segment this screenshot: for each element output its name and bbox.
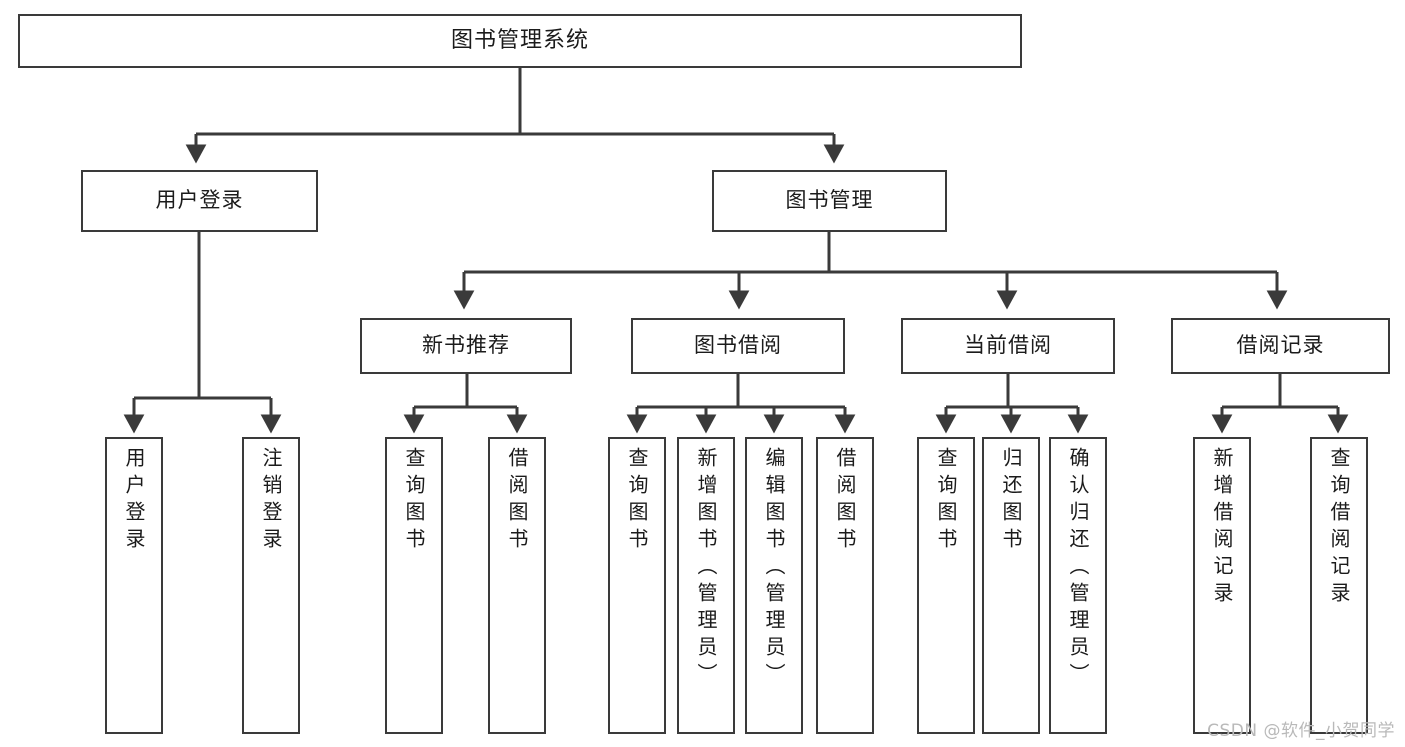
node-borrow-record[interactable]: 借阅记录 xyxy=(1171,318,1390,374)
node-new-book-recommend[interactable]: 新书推荐 xyxy=(360,318,572,374)
leaf-label: 编辑图书（管理员） xyxy=(762,447,786,690)
leaf-label: 确认归还（管理员） xyxy=(1066,447,1090,690)
node-book-management[interactable]: 图书管理 xyxy=(712,170,947,232)
leaf-book-borrow-edit-book[interactable]: 编辑图书（管理员） xyxy=(745,437,803,734)
node-user-login-label: 用户登录 xyxy=(155,188,244,213)
node-borrow-record-label: 借阅记录 xyxy=(1236,333,1325,358)
leaf-book-borrow-borrow-book[interactable]: 借阅图书 xyxy=(816,437,874,734)
node-book-borrow[interactable]: 图书借阅 xyxy=(631,318,845,374)
node-current-borrow-label: 当前借阅 xyxy=(964,333,1052,358)
leaf-label: 查询图书 xyxy=(934,447,958,555)
leaf-label: 新增借阅记录 xyxy=(1210,447,1234,609)
leaf-current-borrow-return-book[interactable]: 归还图书 xyxy=(982,437,1040,734)
leaf-book-borrow-add-book[interactable]: 新增图书（管理员） xyxy=(677,437,735,734)
leaf-label: 用户登录 xyxy=(122,447,146,555)
leaf-user-login-login[interactable]: 用户登录 xyxy=(105,437,163,734)
leaf-current-borrow-query-book[interactable]: 查询图书 xyxy=(917,437,975,734)
leaf-label: 借阅图书 xyxy=(505,447,529,555)
watermark: CSDN @软件_小贺同学 xyxy=(1207,721,1395,741)
leaf-label: 新增图书（管理员） xyxy=(694,447,718,690)
leaf-label: 查询借阅记录 xyxy=(1327,447,1351,609)
leaf-label: 查询图书 xyxy=(402,447,426,555)
leaf-label: 注销登录 xyxy=(259,447,283,555)
leaf-new-book-query-book[interactable]: 查询图书 xyxy=(385,437,443,734)
leaf-label: 查询图书 xyxy=(625,447,649,555)
leaf-borrow-record-add-record[interactable]: 新增借阅记录 xyxy=(1193,437,1251,734)
leaf-label: 借阅图书 xyxy=(833,447,857,555)
node-new-book-recommend-label: 新书推荐 xyxy=(422,333,510,358)
leaf-user-login-logout[interactable]: 注销登录 xyxy=(242,437,300,734)
leaf-new-book-borrow-book[interactable]: 借阅图书 xyxy=(488,437,546,734)
node-user-login[interactable]: 用户登录 xyxy=(81,170,318,232)
node-root[interactable]: 图书管理系统 xyxy=(18,14,1022,68)
node-book-management-label: 图书管理 xyxy=(785,188,874,213)
node-current-borrow[interactable]: 当前借阅 xyxy=(901,318,1115,374)
leaf-borrow-record-query-record[interactable]: 查询借阅记录 xyxy=(1310,437,1368,734)
node-book-borrow-label: 图书借阅 xyxy=(694,333,782,358)
node-root-label: 图书管理系统 xyxy=(450,27,589,53)
leaf-book-borrow-query-book[interactable]: 查询图书 xyxy=(608,437,666,734)
leaf-current-borrow-confirm-return[interactable]: 确认归还（管理员） xyxy=(1049,437,1107,734)
leaf-label: 归还图书 xyxy=(999,447,1023,555)
